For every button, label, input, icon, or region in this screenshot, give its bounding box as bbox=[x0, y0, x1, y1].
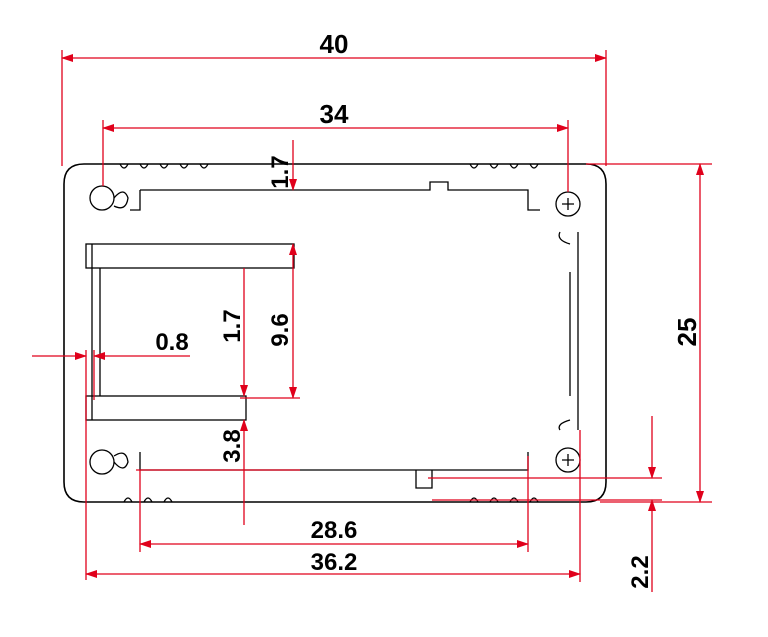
bottom-fins bbox=[123, 497, 539, 503]
label-9-6: 9.6 bbox=[267, 313, 294, 346]
label-25: 25 bbox=[672, 318, 702, 347]
boss-neck-top-left bbox=[113, 191, 129, 209]
screw-boss-bottom-left bbox=[89, 449, 115, 475]
label-34: 34 bbox=[320, 99, 349, 129]
label-3-8: 3.8 bbox=[219, 429, 246, 462]
label-1-7-top: 1.7 bbox=[267, 155, 294, 188]
left-inner-wall bbox=[91, 244, 101, 420]
label-28-6: 28.6 bbox=[311, 517, 358, 544]
top-fins bbox=[119, 163, 539, 169]
outer-shell bbox=[63, 163, 607, 503]
label-0-8: 0.8 bbox=[155, 329, 188, 356]
profile-outline bbox=[63, 163, 607, 503]
label-36-2: 36.2 bbox=[311, 549, 358, 576]
label-40: 40 bbox=[320, 29, 349, 59]
plus-mark-bottom bbox=[562, 454, 574, 466]
boss-neck-bottom-left bbox=[113, 452, 129, 469]
label-2-2: 2.2 bbox=[627, 555, 654, 588]
upper-slot-rail bbox=[85, 243, 295, 269]
lower-slot-rail bbox=[85, 395, 247, 421]
dimension-labels: 40 34 25 1.7 1.7 9.6 0.8 3.8 28.6 36.2 2… bbox=[155, 29, 702, 589]
dimension-lines bbox=[32, 50, 712, 592]
inner-top-wall bbox=[130, 181, 540, 211]
plus-mark-top bbox=[562, 198, 574, 210]
right-inner-wall bbox=[558, 231, 579, 431]
label-1-7-slot: 1.7 bbox=[219, 309, 246, 342]
screw-boss-top-left bbox=[89, 185, 115, 211]
